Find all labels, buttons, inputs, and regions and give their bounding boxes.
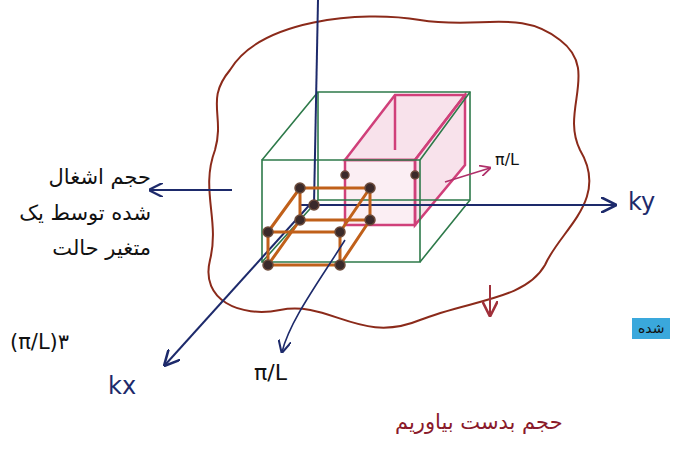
green-cube xyxy=(262,92,470,262)
leader-line xyxy=(445,168,490,182)
leader-line xyxy=(150,189,232,191)
lattice-points xyxy=(263,171,419,270)
dimension: (π/L)۳ xyxy=(10,330,69,355)
dimension: π/L xyxy=(254,360,287,386)
annotation: حجم اشغال شده توسط یک متغیر حالت xyxy=(6,160,151,267)
axis-label: kx xyxy=(108,372,136,401)
annotation: حجم بدست بیاوریم xyxy=(395,410,563,435)
region-outline xyxy=(208,17,589,328)
unit-cell xyxy=(268,188,370,265)
axis-label: ky xyxy=(628,188,655,217)
leader-line xyxy=(489,285,491,315)
leader-line xyxy=(282,240,345,352)
cropped-note: شده xyxy=(632,318,670,339)
dimension: π/L xyxy=(495,150,519,169)
axes xyxy=(165,0,615,365)
